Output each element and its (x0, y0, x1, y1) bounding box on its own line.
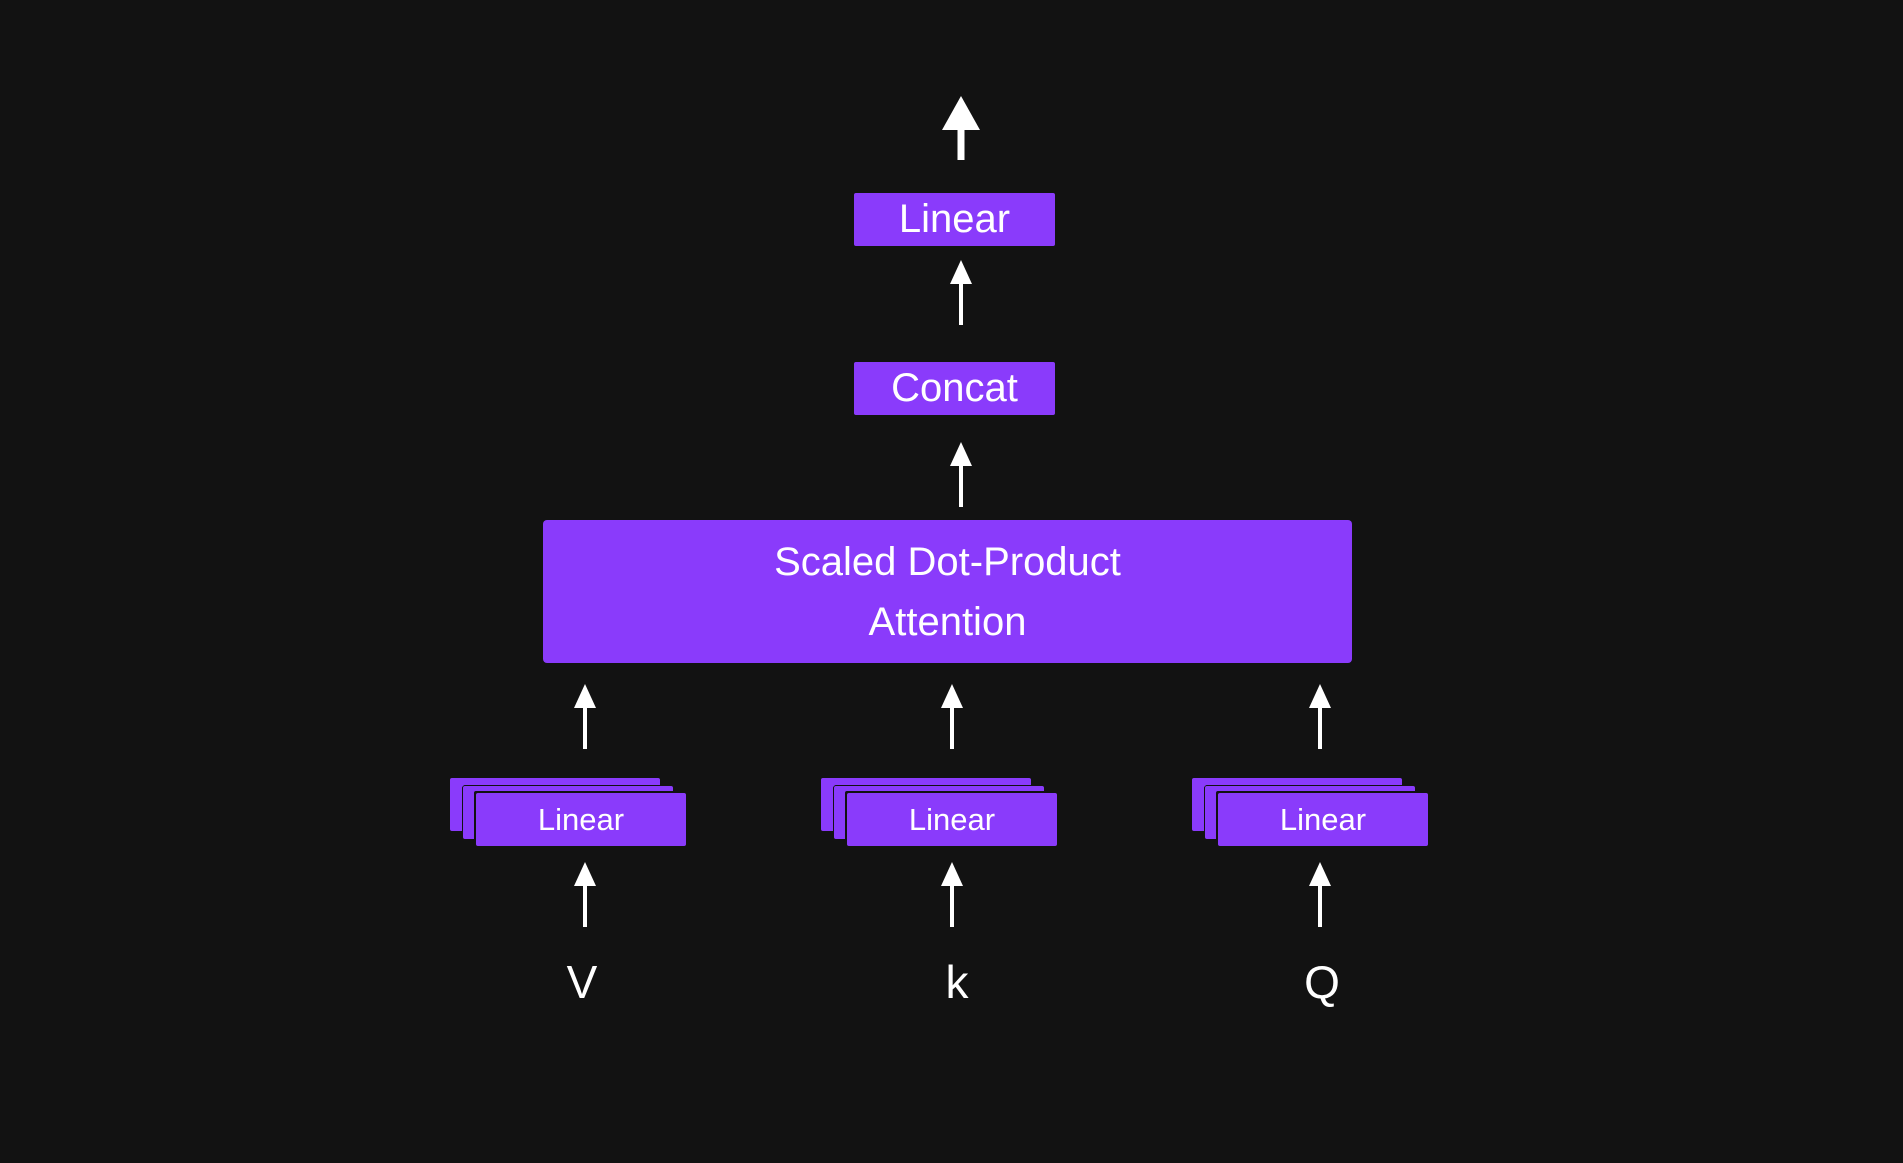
v-input-arrow (574, 862, 596, 927)
k-linear-to-attention-arrow (941, 684, 963, 749)
k-input-arrow (941, 862, 963, 927)
q-input-arrow (1309, 862, 1331, 927)
q-linear-label: Linear (1279, 801, 1367, 837)
concat-block: Concat (854, 362, 1055, 415)
attention-label-line2: Attention (868, 599, 1027, 644)
q-input-label: Q (1304, 956, 1340, 1008)
k-linear-label: Linear (908, 801, 996, 837)
v-linear-to-attention-arrow (574, 684, 596, 749)
concat-label: Concat (891, 366, 1018, 410)
attention-to-concat-arrow (950, 442, 972, 507)
v-linear-label: Linear (537, 801, 625, 837)
output-linear-block: Linear (854, 193, 1055, 246)
output-linear-label: Linear (898, 197, 1011, 241)
k-input-label: k (945, 956, 969, 1008)
output-arrow (942, 96, 980, 160)
q-linear-to-attention-arrow (1309, 684, 1331, 749)
q-linear-block: Linear (1218, 793, 1428, 846)
attention-label-line1: Scaled Dot-Product (774, 539, 1121, 584)
v-input-label: V (566, 956, 598, 1008)
attention-block: Scaled Dot-Product Attention (543, 520, 1352, 663)
k-linear-block: Linear (847, 793, 1057, 846)
concat-to-linear-arrow (950, 260, 972, 325)
v-linear-block: Linear (476, 793, 686, 846)
